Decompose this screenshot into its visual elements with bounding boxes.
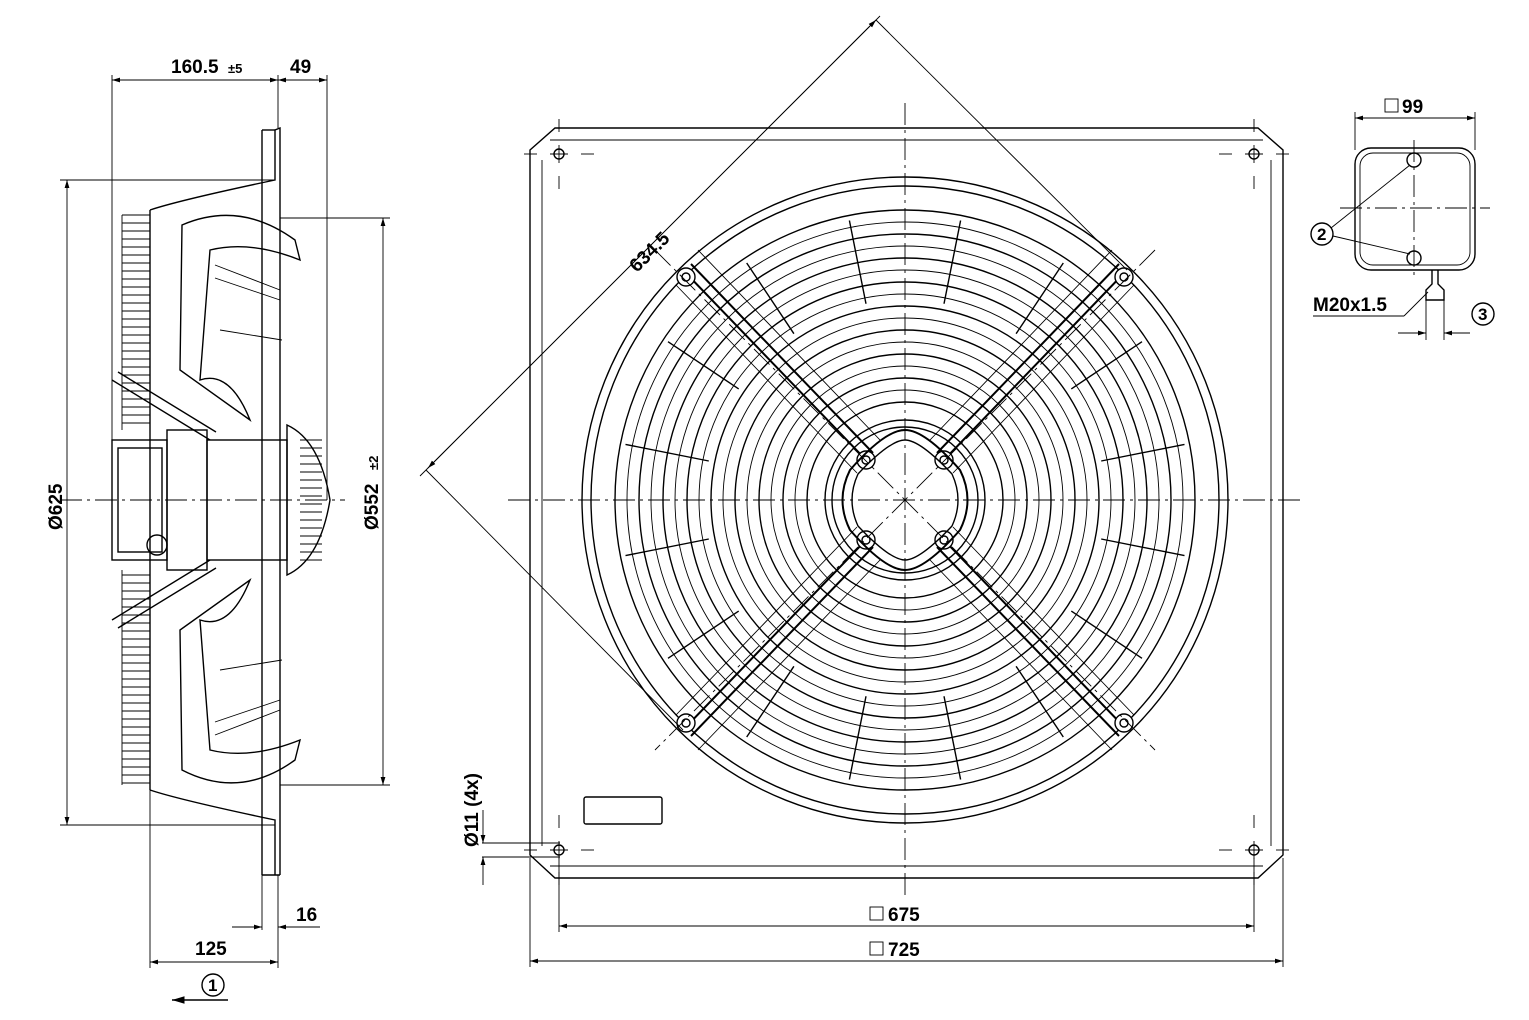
dim-dia-impeller: Ø552 <box>362 484 383 530</box>
guard-ring <box>638 233 1172 767</box>
side-plate-top <box>149 126 281 875</box>
guard-strut <box>111 379 211 621</box>
terminal-box-view: 99 2 M20x1.5 3 <box>1310 97 1495 340</box>
strut-bolt <box>934 450 954 470</box>
spoke <box>1015 262 1064 335</box>
side-view: 160.5 ±5 49 Ø625 Ø552 ±2 16 125 1 <box>46 57 390 1004</box>
strut-bolt <box>676 267 696 287</box>
spoke <box>667 341 740 390</box>
strut-bolt <box>934 530 954 550</box>
spoke <box>848 696 867 780</box>
spoke <box>1070 610 1143 659</box>
spoke <box>943 220 962 304</box>
spoke <box>625 538 709 557</box>
cable-gland <box>1425 270 1445 301</box>
spoke <box>943 696 962 780</box>
dim-depth-guard: 49 <box>290 57 311 78</box>
label-plate <box>583 796 663 825</box>
blade-bottom <box>179 578 302 784</box>
dim-bolt-square: 675 <box>888 905 920 926</box>
strut-bolt <box>1114 267 1134 287</box>
callout-cable-gland: 3 <box>1478 305 1487 324</box>
side-plate-bottom <box>149 789 276 875</box>
callout-airflow: 1 <box>208 976 217 995</box>
dim-hole-dia: Ø11 (4x) <box>462 773 483 847</box>
dim-depth-total-tol: ±5 <box>228 61 242 76</box>
dim-plate-offset: 125 <box>195 939 227 960</box>
dim-dia-impeller-tol: ±2 <box>366 456 381 470</box>
dim-plate-square: 725 <box>888 940 920 961</box>
motor-fins <box>121 214 150 785</box>
dim-diagonal: 634.5 <box>626 228 675 277</box>
dim-flange-thickness: 16 <box>296 905 317 926</box>
dim-dia-guard: Ø625 <box>46 483 67 530</box>
spoke <box>746 262 795 335</box>
dim-depth-total: 160.5 <box>171 57 219 78</box>
spoke <box>667 610 740 659</box>
square-symbol <box>869 906 884 921</box>
square-symbol <box>869 941 884 956</box>
front-view: 634.5 Ø11 (4x) 675 725 <box>419 15 1305 967</box>
callout-box-screws: 2 <box>1317 225 1326 244</box>
dim-box-square: 99 <box>1402 97 1423 118</box>
square-symbol <box>1384 98 1399 113</box>
spoke <box>1101 443 1185 462</box>
strut-bolt <box>856 530 876 550</box>
strut-bolt <box>1114 713 1134 733</box>
hub-nose <box>286 423 331 577</box>
spoke <box>1101 538 1185 557</box>
spoke <box>1015 665 1064 738</box>
blade-top <box>179 214 302 422</box>
spoke <box>746 665 795 738</box>
strut-bolt <box>676 713 696 733</box>
dim-cable-gland: M20x1.5 <box>1313 295 1387 316</box>
spoke <box>1070 341 1143 390</box>
